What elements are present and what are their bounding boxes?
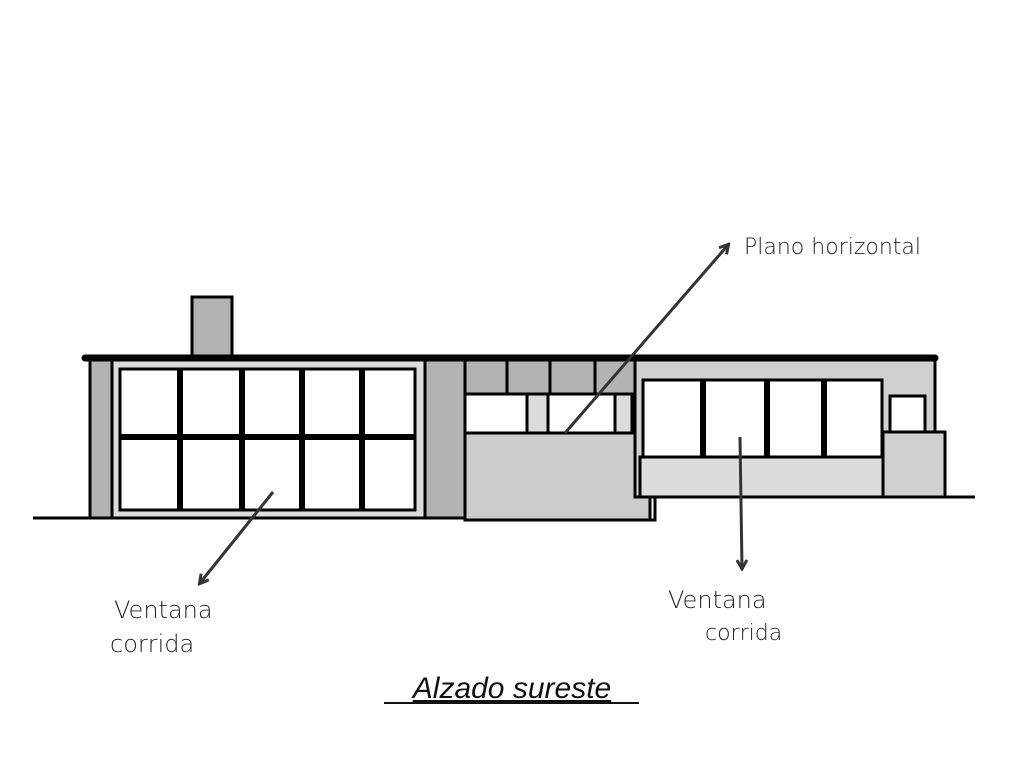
arrow-left-window: [200, 491, 275, 583]
label-left-window-1: Ventana: [114, 596, 213, 624]
middle-block: [463, 358, 652, 522]
ground-line: [33, 495, 975, 522]
right-window-mullions: [700, 380, 827, 457]
label-right-window-1: Ventana: [668, 586, 767, 614]
arrow-right-window: [740, 436, 742, 568]
right-block: [633, 358, 947, 499]
label-right-window-2: corrida: [705, 621, 782, 646]
drawing-title: Alzado sureste: [411, 672, 611, 705]
left-window-mullions: [120, 369, 415, 510]
label-plano-horizontal: Plano horizontal: [744, 235, 921, 260]
chimney: [190, 295, 234, 359]
arrow-plano-horizontal: [563, 245, 728, 434]
label-left-window-2: corrida: [110, 630, 194, 658]
